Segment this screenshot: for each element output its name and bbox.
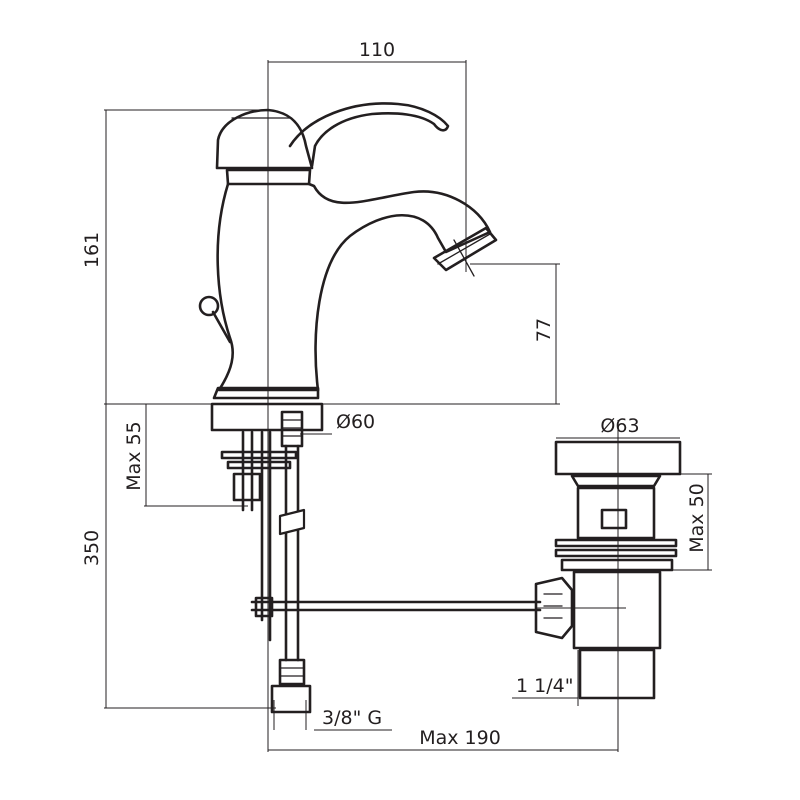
dim-diameter-60-label: Ø60	[336, 411, 375, 433]
faucet-body	[198, 102, 498, 432]
drain-link-nut	[534, 576, 574, 640]
drain-nut	[560, 558, 674, 572]
spout-outline	[216, 182, 492, 392]
dim-350-label: 350	[81, 530, 103, 566]
dim-161-label: 161	[81, 232, 103, 268]
dim-max50-label: Max 50	[686, 483, 708, 553]
dim-max190-label: Max 190	[419, 727, 501, 749]
underside-fittings	[220, 410, 574, 714]
dimension-labels: 110 161 77 Ø60 Max 55 350 Ø63 Max 50 1 1…	[81, 39, 708, 749]
dimension-lines	[104, 61, 712, 751]
aerator	[432, 226, 498, 272]
hose-break-mark	[278, 508, 306, 536]
popup-rod	[211, 310, 232, 344]
hose-connector-top	[280, 410, 304, 448]
drain-tailpiece	[578, 648, 656, 700]
dim-hose-thread-label: 3/8" G	[322, 707, 382, 729]
handle-cap	[215, 108, 314, 170]
linkage-clip	[254, 596, 274, 618]
handle-lever	[288, 102, 450, 168]
drain-body-upper	[576, 486, 656, 540]
dim-thread-label: 1 1/4"	[516, 675, 573, 697]
drain-neck	[570, 474, 662, 488]
hose-nut	[270, 684, 312, 714]
drain-washer-2	[554, 548, 678, 558]
dim-77-label: 77	[533, 318, 555, 342]
drain-washer-1	[554, 538, 678, 548]
drain-window	[600, 508, 628, 530]
mounting-nut	[232, 472, 262, 502]
faucet-base	[212, 386, 320, 400]
dim-max55-label: Max 55	[123, 421, 145, 491]
mounting-washer	[220, 450, 298, 460]
mounting-plate	[226, 460, 292, 470]
popup-knob	[198, 295, 220, 317]
hose-connector-bottom	[278, 658, 306, 686]
drain-body-lower	[572, 570, 662, 650]
dim-110-label: 110	[359, 39, 395, 61]
center-lines	[267, 60, 626, 752]
base-flange	[210, 402, 324, 432]
dim-diameter-63-label: Ø63	[600, 415, 639, 437]
